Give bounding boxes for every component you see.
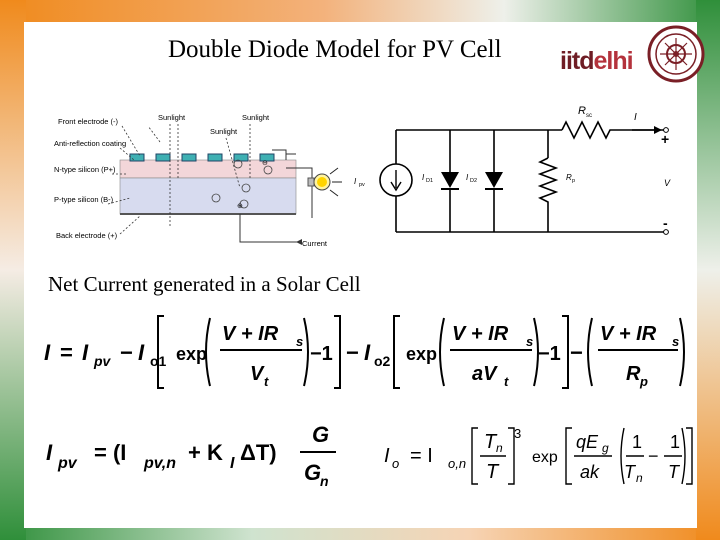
iitd-emblem-icon — [647, 25, 705, 83]
svg-text:1: 1 — [632, 432, 642, 452]
equation-photo-current: I pv = (I pv,n + K I ΔT) G G n — [46, 422, 336, 489]
svg-text:pv: pv — [57, 455, 78, 472]
svg-text:G: G — [304, 460, 321, 485]
svg-text:I: I — [44, 340, 51, 365]
svg-text:o2: o2 — [374, 353, 391, 369]
solar-cell-diagram: Front electrode (-) Anti-reflection coat… — [54, 113, 342, 248]
svg-text:I: I — [230, 455, 235, 472]
current-label: Current — [302, 239, 328, 248]
svg-text:= (I: = (I — [94, 440, 126, 465]
svg-text:R: R — [626, 363, 641, 385]
svg-text:s: s — [672, 334, 679, 349]
svg-text:o: o — [392, 456, 399, 471]
svg-text:T: T — [624, 462, 637, 482]
ipv-label: I — [354, 177, 357, 186]
svg-text:I: I — [384, 445, 390, 467]
rs-sub-label: sc — [586, 113, 592, 119]
svg-text:g: g — [602, 441, 609, 455]
id1-sub-label: D1 — [426, 178, 433, 184]
svg-text:−1: −1 — [538, 343, 561, 365]
svg-text:−1: −1 — [310, 343, 333, 365]
rs-label: R — [578, 105, 586, 117]
rp-sub-label: p — [572, 178, 575, 184]
svg-text:T: T — [486, 461, 500, 483]
svg-text:T: T — [484, 431, 498, 453]
sunlight-label-2: Sunlight — [210, 127, 238, 136]
svg-text:V + IR: V + IR — [222, 323, 279, 345]
svg-text:G: G — [312, 422, 329, 447]
svg-text:aV: aV — [472, 363, 498, 385]
svg-text:V + IR: V + IR — [452, 323, 509, 345]
equation-saturation-current: I o = I o,n T n T 3 exp qE g ak 1 T n − … — [384, 426, 693, 485]
svg-text:1: 1 — [670, 432, 680, 452]
ipv-sub-label: pv — [359, 182, 365, 188]
svg-text:I: I — [364, 340, 371, 365]
svg-text:V + IR: V + IR — [600, 323, 657, 345]
svg-text:−: − — [120, 340, 133, 365]
svg-text:s: s — [526, 334, 533, 349]
v-label: V — [664, 178, 671, 188]
front-electrode-label: Front electrode (-) — [58, 117, 119, 126]
svg-text:exp: exp — [532, 449, 558, 466]
svg-text:3: 3 — [514, 426, 521, 441]
n-type-label: N-type silicon (P+) — [54, 165, 116, 174]
svg-text:I: I — [82, 340, 89, 365]
id2-sub-label: D2 — [470, 178, 477, 184]
svg-text:+ K: + K — [188, 440, 223, 465]
svg-text:ak: ak — [580, 462, 600, 482]
svg-text:n: n — [320, 473, 329, 489]
id2-label: I — [466, 173, 469, 182]
section-subtitle: Net Current generated in a Solar Cell — [48, 272, 361, 296]
svg-text:−: − — [570, 340, 583, 365]
iitd-logo-text: iitdelhi — [560, 47, 634, 75]
svg-text:p: p — [639, 374, 648, 389]
double-diode-circuit: R sc I I pv I D1 I D2 R p V + - — [354, 105, 671, 235]
svg-text:pv,n: pv,n — [143, 455, 176, 472]
electron-symbol: ⊖ — [262, 160, 268, 167]
svg-text:qE: qE — [576, 432, 599, 452]
svg-text:V: V — [250, 363, 265, 385]
slide-title: Double Diode Model for PV Cell — [168, 36, 502, 63]
svg-text:ΔT): ΔT) — [240, 440, 277, 465]
svg-text:exp: exp — [176, 344, 207, 364]
svg-text:pv: pv — [93, 353, 112, 369]
svg-text:T: T — [668, 462, 681, 482]
svg-text:n: n — [496, 441, 503, 455]
rp-label: R — [566, 173, 572, 182]
svg-text:= I: = I — [410, 445, 433, 467]
equation-net-current: I = I pv − I o1 exp V + IR s V t −1 − I … — [44, 315, 685, 389]
svg-text:s: s — [296, 334, 303, 349]
svg-text:=: = — [60, 340, 73, 365]
anti-reflection-label: Anti-reflection coating — [54, 139, 126, 148]
svg-text:n: n — [636, 471, 643, 485]
i-label: I — [634, 112, 637, 123]
svg-text:I: I — [138, 340, 145, 365]
svg-text:−: − — [648, 446, 659, 466]
svg-text:o,n: o,n — [448, 456, 466, 471]
back-electrode-label: Back electrode (+) — [56, 231, 118, 240]
sunlight-label-1: Sunlight — [158, 113, 186, 122]
plus-terminal-label: + — [661, 131, 669, 147]
slide-panel — [24, 22, 697, 528]
svg-text:exp: exp — [406, 344, 437, 364]
id1-label: I — [422, 173, 425, 182]
sunlight-label-3: Sunlight — [242, 113, 270, 122]
svg-text:t: t — [264, 374, 269, 389]
p-type-label: P-type silicon (B-) — [54, 195, 114, 204]
svg-text:−: − — [346, 340, 359, 365]
minus-terminal-label: - — [663, 215, 668, 231]
svg-text:I: I — [46, 440, 53, 465]
svg-text:t: t — [504, 374, 509, 389]
hole-symbol: ⊕ — [237, 203, 243, 210]
